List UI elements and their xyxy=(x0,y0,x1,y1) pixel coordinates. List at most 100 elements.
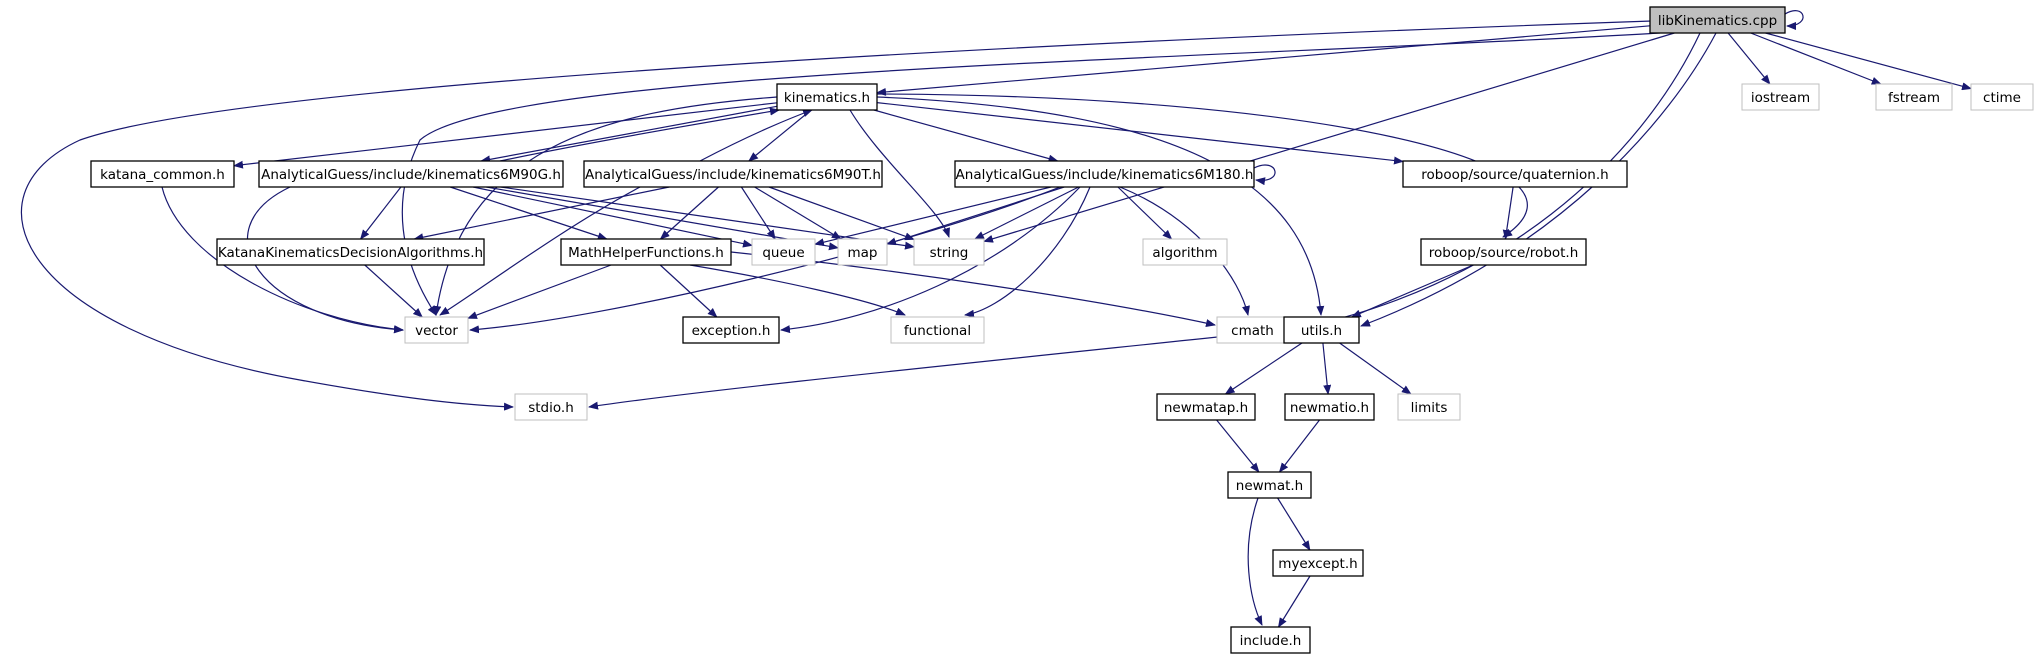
edge-k6m90t-to-vector xyxy=(439,186,641,316)
edge-utils-to-limits xyxy=(1339,342,1412,395)
node-box xyxy=(1283,316,1360,344)
node-box xyxy=(682,316,780,344)
node-kinematics_h[interactable]: kinematics.h xyxy=(776,83,878,111)
node-label: newmat.h xyxy=(1236,478,1303,494)
node-fstream: fstream xyxy=(1875,83,1953,111)
node-cmath: cmath xyxy=(1216,316,1289,344)
edge-libkinematics-to-ctime xyxy=(1765,32,1972,91)
node-label: AnalyticalGuess/include/kinematics6M90T.… xyxy=(585,167,881,183)
node-box xyxy=(90,160,235,188)
node-label: utils.h xyxy=(1301,323,1342,339)
node-label: include.h xyxy=(1240,633,1302,649)
node-box xyxy=(776,83,878,111)
node-box xyxy=(258,160,564,188)
node-box xyxy=(1970,83,2034,111)
node-box xyxy=(1227,471,1312,499)
node-katana_common[interactable]: katana_common.h xyxy=(90,160,235,188)
node-box xyxy=(1272,549,1364,577)
node-quaternion[interactable]: roboop/source/quaternion.h xyxy=(1402,160,1628,188)
edge-newmat-to-include_h xyxy=(1247,497,1263,626)
node-label: iostream xyxy=(1751,90,1810,106)
node-box xyxy=(913,238,985,266)
edge-k6m90t-to-kinematics_h xyxy=(699,109,813,162)
edge-mhf-to-functional xyxy=(689,264,906,316)
node-box xyxy=(837,238,888,266)
node-box xyxy=(954,160,1255,188)
nodes-layer: libKinematics.cpp kinematics.h iostream fst… xyxy=(90,6,2034,654)
node-newmatio[interactable]: newmatio.h xyxy=(1284,393,1375,421)
edge-k6m180-to-exception xyxy=(780,186,1081,334)
node-k6m90t[interactable]: AnalyticalGuess/include/kinematics6M90T.… xyxy=(583,160,883,188)
node-utils[interactable]: utils.h xyxy=(1283,316,1360,344)
node-kkda[interactable]: KatanaKinematicsDecisionAlgorithms.h xyxy=(216,238,485,266)
node-stdio: stdio.h xyxy=(514,393,588,421)
node-newmat[interactable]: newmat.h xyxy=(1227,471,1312,499)
edge-k6m180-to-functional xyxy=(964,186,1091,318)
node-label: newmatio.h xyxy=(1290,400,1369,416)
edge-k6m90g-to-mhf xyxy=(450,186,608,240)
node-box xyxy=(890,316,985,344)
edge-libkinematics-to-string xyxy=(983,32,1675,243)
node-label: map xyxy=(848,245,878,261)
edge-newmatio-to-newmat xyxy=(1278,419,1320,473)
edge-libkinematics-to-fstream xyxy=(1750,32,1882,85)
node-libkinematics[interactable]: libKinematics.cpp xyxy=(1649,6,1786,34)
node-queue: queue xyxy=(751,238,816,266)
edge-utils-to-stdio xyxy=(588,329,1285,410)
edge-utils-to-newmatap xyxy=(1224,342,1303,395)
node-box xyxy=(1216,316,1289,344)
node-label: roboop/source/robot.h xyxy=(1429,245,1579,261)
node-mhf[interactable]: MathHelperFunctions.h xyxy=(560,238,732,266)
node-robot[interactable]: roboop/source/robot.h xyxy=(1420,238,1587,266)
edge-k6m180-to-string xyxy=(974,186,1079,240)
edge-k6m90t-to-kkda xyxy=(413,186,670,242)
node-label: functional xyxy=(904,323,971,339)
node-box xyxy=(404,316,469,344)
edge-kkda-to-vector xyxy=(364,264,423,318)
node-vector: vector xyxy=(404,316,469,344)
edge-k6m90t-to-map xyxy=(754,186,842,240)
node-include_h[interactable]: include.h xyxy=(1230,626,1311,654)
node-box xyxy=(514,393,588,421)
node-exception[interactable]: exception.h xyxy=(682,316,780,344)
edge-libkinematics-to-vector xyxy=(401,32,1661,316)
edge-k6m90g-to-vector xyxy=(246,186,404,334)
node-box xyxy=(560,238,732,266)
edge-kinematics_h-to-quaternion xyxy=(876,102,1404,165)
node-map: map xyxy=(837,238,888,266)
node-label: algorithm xyxy=(1152,245,1217,261)
edge-k6m90g-to-kinematics_h xyxy=(499,107,780,162)
edge-newmatap-to-newmat xyxy=(1216,419,1260,473)
edge-kinematics_h-to-k6m180 xyxy=(873,109,1059,163)
node-limits: limits xyxy=(1397,393,1461,421)
node-box xyxy=(1397,393,1461,421)
edge-quaternion-to-robot xyxy=(1502,186,1514,240)
node-label: myexcept.h xyxy=(1278,556,1357,572)
edge-k6m90g-to-kkda xyxy=(359,186,402,240)
node-label: fstream xyxy=(1888,90,1940,106)
edge-k6m90g-to-queue xyxy=(472,186,753,248)
edge-libkinematics-to-kinematics_h xyxy=(876,25,1651,96)
edge-k6m90g-to-map xyxy=(486,186,839,251)
node-ctime: ctime xyxy=(1970,83,2034,111)
edge-kinematics_h-to-k6m90g xyxy=(480,105,778,164)
edges-layer xyxy=(20,10,1972,628)
node-box xyxy=(1875,83,1953,111)
edge-libkinematics-to-stdio xyxy=(20,20,1653,411)
node-box xyxy=(583,160,883,188)
node-label: vector xyxy=(415,323,458,339)
edge-k6m180-to-vector xyxy=(469,186,1061,334)
node-k6m180[interactable]: AnalyticalGuess/include/kinematics6M180.… xyxy=(954,160,1255,188)
node-box xyxy=(1402,160,1628,188)
node-myexcept[interactable]: myexcept.h xyxy=(1272,549,1364,577)
edge-k6m180-to-algorithm xyxy=(1117,186,1173,240)
node-k6m90g[interactable]: AnalyticalGuess/include/kinematics6M90G.… xyxy=(258,160,564,188)
edge-kinematics_h-to-katana_common xyxy=(233,102,778,169)
edge-k6m90t-to-queue xyxy=(740,186,776,240)
edge-robot-to-utils xyxy=(1350,264,1474,318)
node-newmatap[interactable]: newmatap.h xyxy=(1156,393,1256,421)
edge-libkinematics-to-iostream xyxy=(1727,32,1771,85)
node-box xyxy=(1741,83,1820,111)
node-algorithm: algorithm xyxy=(1142,238,1228,266)
